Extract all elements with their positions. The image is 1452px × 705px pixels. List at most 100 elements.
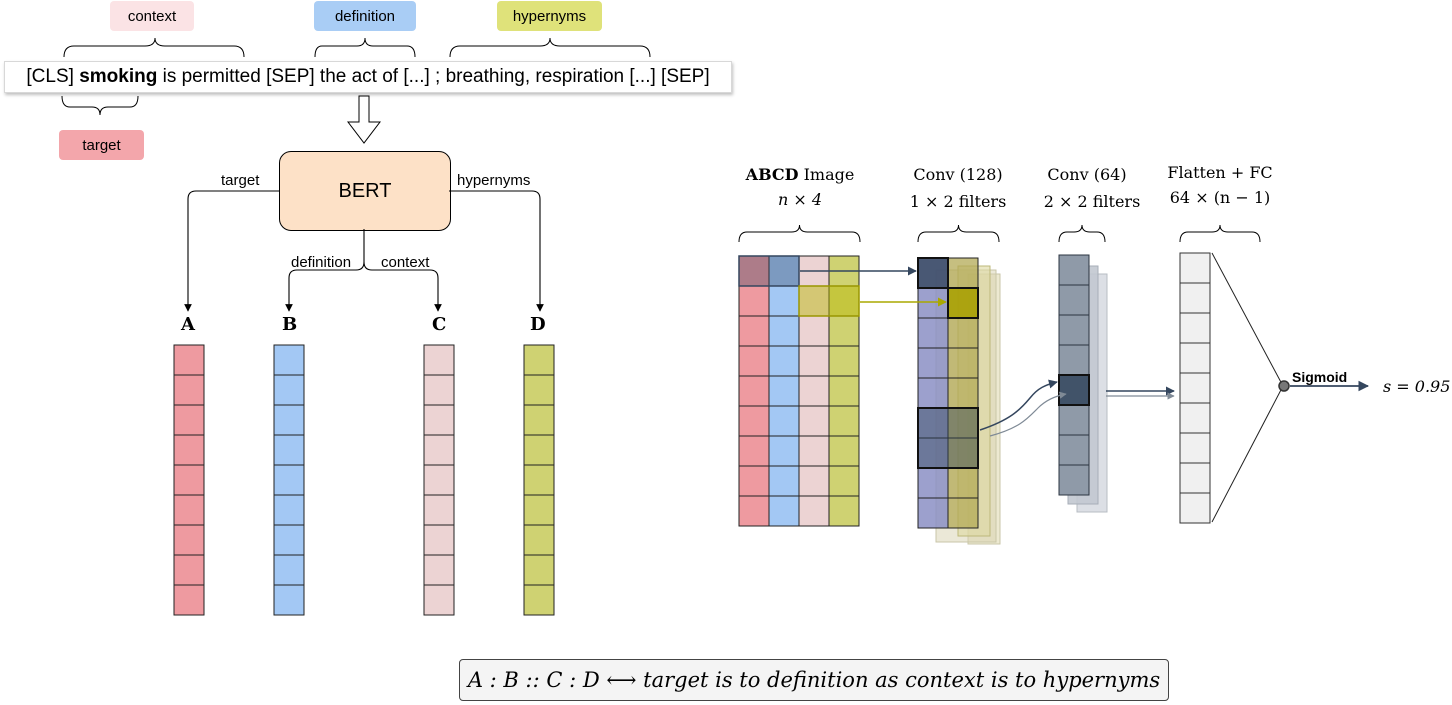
image-cell <box>768 435 800 467</box>
image-cell <box>828 345 860 377</box>
fc-cell <box>1179 342 1211 374</box>
fc-cell <box>1179 372 1211 404</box>
target-tag: target <box>59 130 144 160</box>
sigmoid-label: Sigmoid <box>1292 369 1348 385</box>
column-cell <box>273 404 305 436</box>
conv1-window <box>917 407 979 469</box>
fc-cell <box>1179 282 1211 314</box>
hypernyms-tag: hypernyms <box>497 1 602 31</box>
conv1-cell <box>947 377 979 409</box>
conv2-cell <box>1058 344 1090 376</box>
cnn-brace <box>1179 224 1261 243</box>
column-cell <box>423 434 455 466</box>
conv2-cell <box>1058 284 1090 316</box>
column-cell <box>173 524 205 556</box>
conv1-cell <box>917 497 949 529</box>
column-cell <box>273 434 305 466</box>
conv1-highlight <box>917 257 949 289</box>
image-cell <box>798 345 830 377</box>
image-cell <box>768 495 800 527</box>
abcd-bold: ABCD <box>745 165 799 184</box>
sentence-rest: is permitted [SEP] the act of [...] ; br… <box>162 66 710 87</box>
conv1-cell <box>917 377 949 409</box>
image-cell <box>768 315 800 347</box>
conv1-dims: 1 × 2 filters <box>909 192 1007 211</box>
conv2-arrow <box>989 391 1067 437</box>
conv2-title: Conv (64) <box>1047 165 1127 184</box>
image-cell <box>738 435 770 467</box>
image-cell <box>768 285 800 317</box>
edge-definition <box>285 229 365 312</box>
column-cell <box>423 524 455 556</box>
conv2-cell <box>1058 254 1090 286</box>
cnn-brace <box>1058 224 1106 243</box>
column-cell <box>273 524 305 556</box>
edge-hypernyms <box>449 190 544 312</box>
cls-token: [CLS] <box>26 66 74 87</box>
image-cell <box>798 495 830 527</box>
fc-dims: 64 × (n − 1) <box>1169 188 1271 207</box>
fc-funnel <box>1211 252 1284 523</box>
definition-tag: definition <box>314 1 416 31</box>
input-sentence: [CLS] smoking is permitted [SEP] the act… <box>4 61 732 93</box>
conv1-cell <box>917 467 949 499</box>
column-cell <box>173 434 205 466</box>
column-letter-c: C <box>432 314 447 335</box>
conv1-title: Conv (128) <box>913 165 1003 184</box>
analogy-formula: A : B :: C : D ⟷ target is to definition… <box>459 659 1169 701</box>
conv1-cell <box>947 497 979 529</box>
column-cell <box>173 404 205 436</box>
conv1-cell <box>917 347 949 379</box>
conv2-arrow <box>979 379 1058 431</box>
fc-title: Flatten + FC <box>1167 163 1273 182</box>
column-cell <box>173 554 205 586</box>
conv2-cell <box>1058 404 1090 436</box>
column-cell <box>523 554 555 586</box>
edge-label-context: context <box>381 254 430 271</box>
column-cell <box>423 494 455 526</box>
image-cell <box>798 315 830 347</box>
image-cell <box>828 315 860 347</box>
column-cell <box>423 584 455 616</box>
image-cell <box>798 375 830 407</box>
column-cell <box>423 464 455 496</box>
column-cell <box>173 464 205 496</box>
column-cell <box>423 554 455 586</box>
column-cell <box>173 584 205 616</box>
bert-box: BERT <box>279 151 451 231</box>
image-cell <box>738 315 770 347</box>
column-cell <box>273 584 305 616</box>
image-cell <box>828 465 860 497</box>
image-cell <box>798 435 830 467</box>
fc-cell <box>1179 252 1211 284</box>
column-cell <box>173 374 205 406</box>
column-cell <box>273 464 305 496</box>
fc-cell <box>1179 492 1211 524</box>
column-cell <box>523 464 555 496</box>
conv2-highlight <box>1058 374 1090 406</box>
image-cell <box>768 405 800 437</box>
image-cell <box>768 255 800 287</box>
conv2-cell <box>1058 314 1090 346</box>
image-cell <box>798 405 830 437</box>
edge-context <box>363 261 442 312</box>
hollow-down-arrow <box>346 95 382 144</box>
column-cell <box>523 434 555 466</box>
filter-window-1 <box>738 255 800 287</box>
conv1-highlight <box>947 287 979 319</box>
column-letter-b: B <box>282 314 298 335</box>
cnn-brace <box>917 224 1000 243</box>
cnn-brace <box>738 224 861 243</box>
context-tag: context <box>110 1 194 31</box>
column-cell <box>173 344 205 376</box>
sigmoid-node <box>1278 380 1290 392</box>
column-cell <box>523 374 555 406</box>
edge-label-hypernyms: hypernyms <box>457 172 531 189</box>
conv1-cell <box>917 407 949 439</box>
edge-label-target: target <box>221 172 260 189</box>
conv1-cell <box>947 317 979 349</box>
score-label: s = 0.95 <box>1383 377 1451 396</box>
fc-cell <box>1179 432 1211 464</box>
edge-label-definition: definition <box>291 254 352 271</box>
image-cell <box>828 495 860 527</box>
